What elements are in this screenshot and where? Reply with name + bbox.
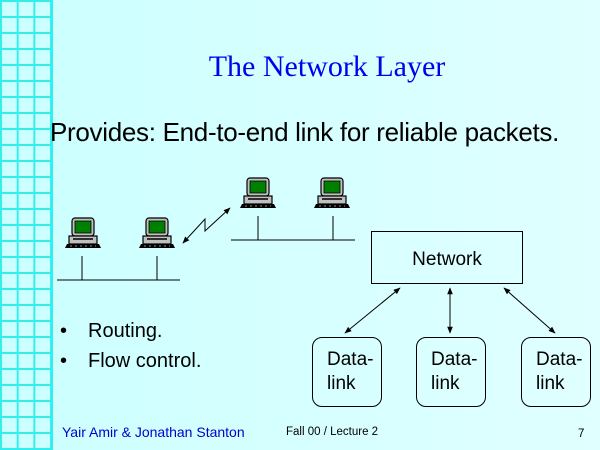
page-number: 7 bbox=[578, 428, 585, 440]
datalink-box: Data- link bbox=[521, 337, 591, 407]
computer-icon bbox=[313, 177, 351, 209]
slide-subtitle: Provides: End-to-end link for reliable p… bbox=[50, 117, 560, 147]
link-arrow bbox=[344, 287, 401, 334]
datalink-label: Data- bbox=[536, 349, 583, 370]
bullet-text: Routing. bbox=[88, 320, 163, 342]
bullet-item: • Routing. bbox=[60, 316, 201, 346]
bullet-icon: • bbox=[60, 320, 68, 342]
slide-title: The Network Layer bbox=[208, 50, 446, 83]
bullet-text: Flow control. bbox=[88, 350, 202, 372]
bullet-icon: • bbox=[60, 350, 68, 372]
datalink-label: link bbox=[327, 373, 356, 394]
computer-icon bbox=[138, 217, 176, 249]
datalink-label: Data- bbox=[327, 349, 374, 370]
computer-icon bbox=[239, 177, 277, 209]
link-arrow bbox=[503, 287, 556, 334]
datalink-label: link bbox=[431, 373, 460, 394]
link-arrow bbox=[182, 207, 231, 244]
footer-authors: Yair Amir & Jonathan Stanton bbox=[62, 424, 245, 440]
network-box: Network bbox=[371, 231, 523, 284]
footer-course: Fall 00 / Lecture 2 bbox=[286, 426, 379, 438]
datalink-box: Data- link bbox=[312, 337, 382, 407]
decorative-grid bbox=[0, 0, 53, 450]
computer-icon bbox=[64, 217, 102, 249]
datalink-label: link bbox=[536, 373, 565, 394]
bullet-list: • Routing. • Flow control. bbox=[60, 316, 201, 376]
datalink-label: Data- bbox=[431, 349, 478, 370]
bullet-item: • Flow control. bbox=[60, 346, 201, 376]
datalink-box: Data- link bbox=[416, 337, 486, 407]
